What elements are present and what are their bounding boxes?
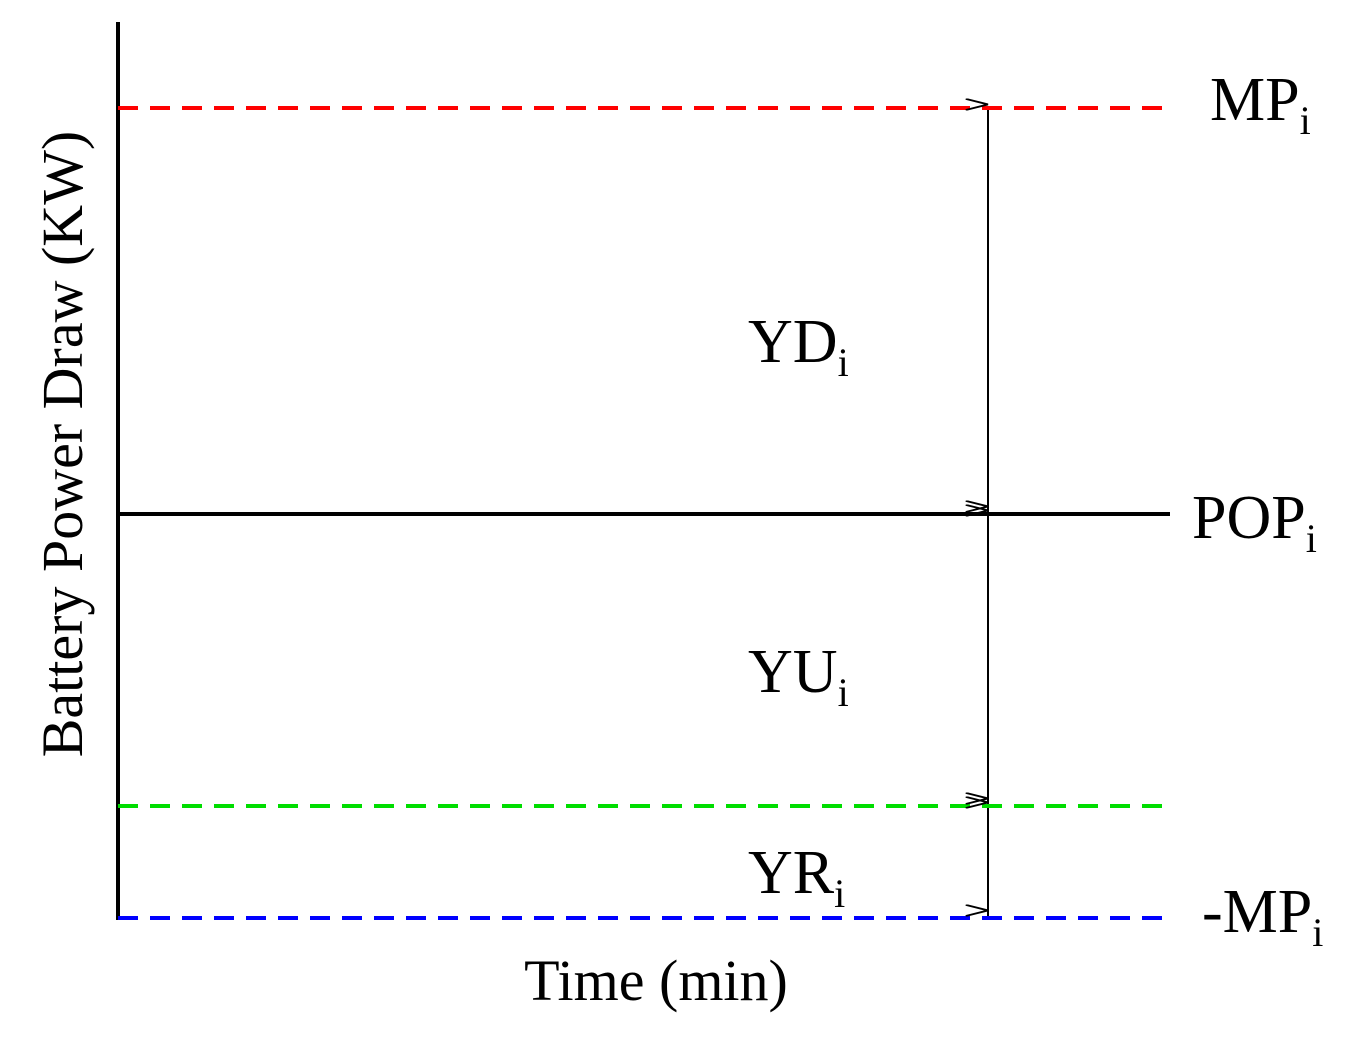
- x-axis-label: Time (min): [524, 948, 788, 1013]
- pop-label: POPi: [1192, 484, 1317, 561]
- neg-mp-label: -MPi: [1202, 878, 1323, 955]
- yr-label: YRi: [748, 839, 845, 916]
- yd-label: YDi: [748, 308, 849, 385]
- mp-label: MPi: [1210, 66, 1311, 143]
- y-axis-label: Battery Power Draw (KW): [30, 131, 95, 758]
- yu-label: YUi: [748, 638, 849, 715]
